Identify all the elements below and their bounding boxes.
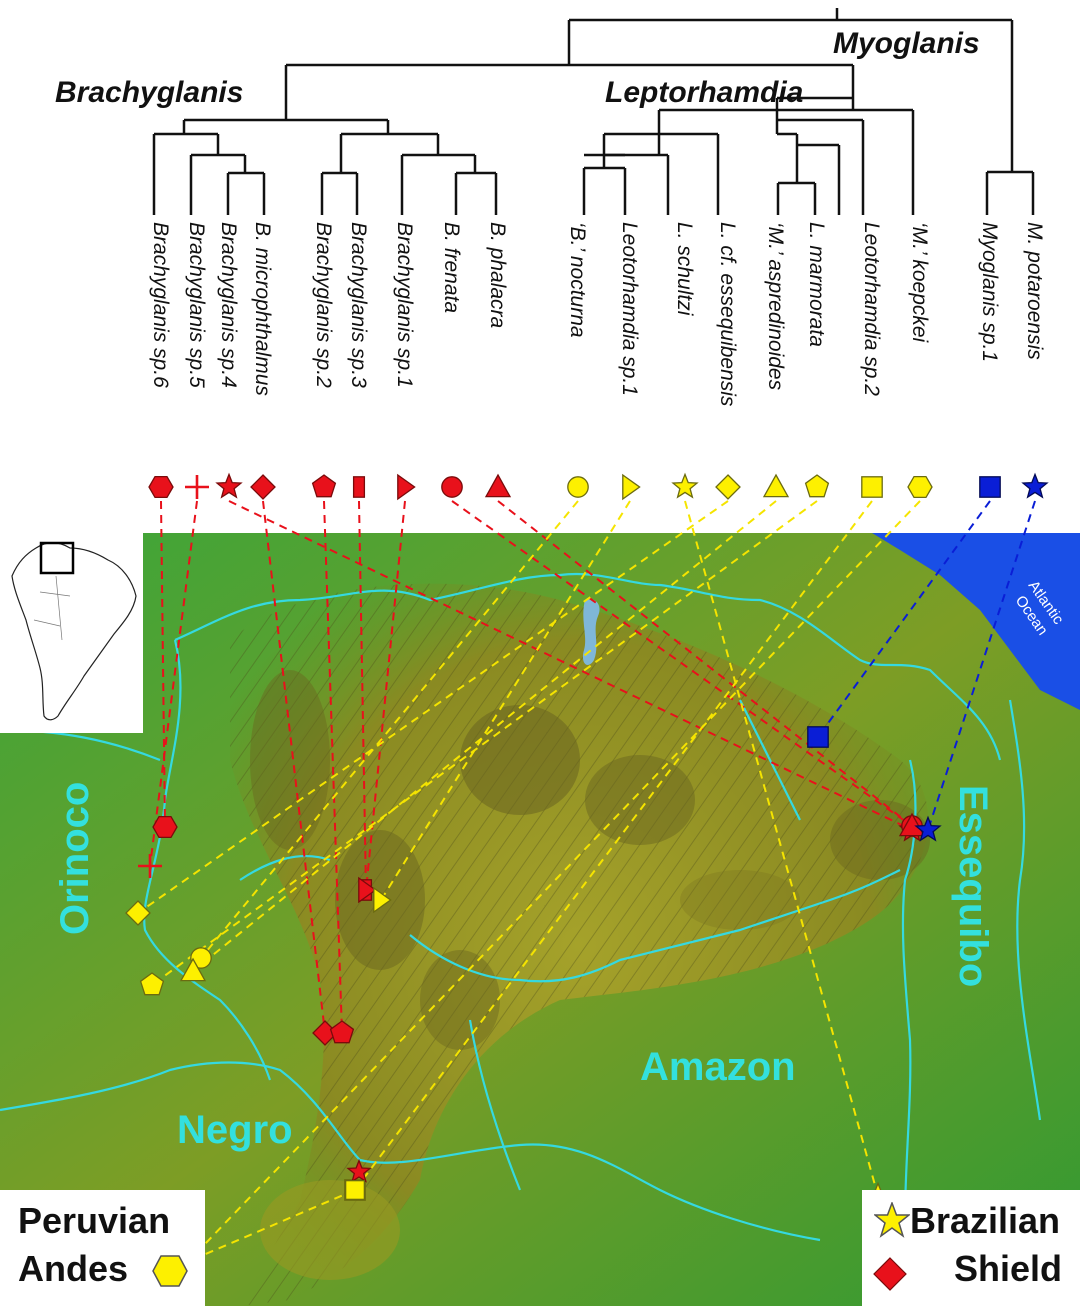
clade-label-leptorhamdia: Leptorhamdia [605,76,803,109]
taxon-label: M. potaroensis [1023,222,1046,360]
taxon-label: Myoglanis sp.1 [978,222,1001,362]
taxon-symbol-star-icon [215,472,243,499]
taxon-label: B. frenata [440,222,463,313]
connector-line [149,500,198,867]
taxon-label: ‘M.’ aspredinoides [764,222,787,391]
locality-marker-right-triangle-icon [373,886,392,914]
taxon-label: Brachyglanis sp.6 [149,222,172,388]
taxon-label: L. schultzi [673,222,696,317]
legend-right-line1: Brazilian [910,1200,1061,1241]
taxon-symbol-square-icon [861,476,883,498]
taxon-symbol-right-triangle-icon [397,473,416,501]
locality-marker-star-icon [346,1158,372,1183]
locality-marker-square-icon [344,1180,365,1201]
legend-peruvian-andes: Peruvian Andes [0,1190,205,1306]
connector-line [323,500,343,1034]
locality-marker-pentagon-icon [329,1020,355,1044]
taxon-labels: Brachyglanis sp.6 Brachyglanis sp.5 Brachy… [149,222,1046,407]
locality-marker-hexagon-icon [152,815,178,839]
river-label-essequibo: Essequibo [951,785,995,987]
legend-hexagon-icon [152,1255,188,1287]
connector-line [151,500,818,986]
locality-marker-star-icon [914,815,942,842]
taxon-label: B. microphthalmus [251,222,274,396]
taxon-label: Leotorhamdia sp.1 [618,222,641,396]
taxon-symbol-star-icon [1021,472,1049,499]
taxon-symbol-diamond-icon [250,474,276,500]
connector-line [354,500,873,1191]
connector-line [177,500,921,1273]
river-label-amazon: Amazon [640,1045,796,1089]
connector-line [817,500,991,738]
legend-connector-line [179,1189,356,1266]
locality-marker-triangle-icon [898,812,926,837]
taxon-symbol-circle-icon [567,476,589,498]
legend-left-line1: Peruvian [18,1200,171,1241]
taxon-label: Brachyglanis sp.4 [217,222,240,388]
inset-study-area-box [39,541,75,575]
connector-line [358,500,367,891]
taxon-symbol-square-icon [979,476,1001,498]
connector-line [451,500,913,827]
locality-marker-square-icon [807,726,829,748]
taxon-symbol-right-triangle-icon [622,473,641,501]
taxon-symbol-pentagon-icon [311,474,337,498]
taxon-label: Leotorhamdia sp.2 [860,222,883,396]
connector-line [200,500,579,959]
clade-label-brachyglanis: Brachyglanis [55,76,243,109]
taxon-label: L. cf. essequibensis [716,222,739,407]
relief-map [0,533,1080,1306]
connector-line [262,500,326,1034]
locality-marker-right-triangle-icon [358,876,377,904]
clade-label-myoglanis: Myoglanis [833,27,980,60]
taxon-symbol-hexagon-icon [148,475,174,499]
connector-line [497,500,913,827]
connector-line [160,500,166,828]
taxon-symbol-circle-icon [441,476,463,498]
locality-marker-triangle-icon [179,957,207,982]
south-america-inset-map [0,533,143,733]
connector-line [927,500,1036,831]
taxon-label: B. phalacra [486,222,509,328]
taxon-symbols [148,472,1049,501]
taxon-label: Brachyglanis sp.5 [185,222,208,388]
legend-diamond-icon [873,1257,907,1291]
taxon-symbol-diamond-icon [715,474,741,500]
legend-right-line2: Shield [954,1248,1063,1289]
taxon-label: L. marmorata [805,222,828,347]
taxon-symbol-hexagon-icon [907,475,933,499]
legend-left-line2: Andes [18,1248,129,1289]
legend-star-icon [874,1202,910,1238]
taxon-symbol-triangle-icon [762,473,790,498]
legend-brazilian-shield: Brazilian Shield [862,1190,1080,1306]
river-lines [0,572,1042,1242]
taxon-symbol-star-icon [671,472,699,499]
taxon-symbol-triangle-icon [484,473,512,498]
taxon-symbol-rectangle-icon [352,476,366,498]
taxon-symbol-cross-icon [185,475,209,499]
taxon-label: Brachyglanis sp.2 [312,222,335,388]
river-label-negro: Negro [177,1108,293,1152]
taxon-label: ‘M.’ koepckei [908,222,931,344]
taxon-label: ‘B.’ nocturna [566,222,589,338]
locality-marker-pentagon-icon [139,972,165,996]
locality-marker-cross-icon [138,854,162,878]
taxon-label: Brachyglanis sp.1 [393,222,416,388]
taxon-label: Brachyglanis sp.3 [347,222,370,388]
locality-marker-diamond-icon [125,900,151,926]
connector-lines [137,500,1036,1273]
taxon-symbol-pentagon-icon [804,474,830,498]
connector-line [137,500,729,914]
connector-line [228,500,913,831]
phylogenetic-tree [152,8,1035,215]
river-label-orinoco: Orinoco [53,782,97,935]
